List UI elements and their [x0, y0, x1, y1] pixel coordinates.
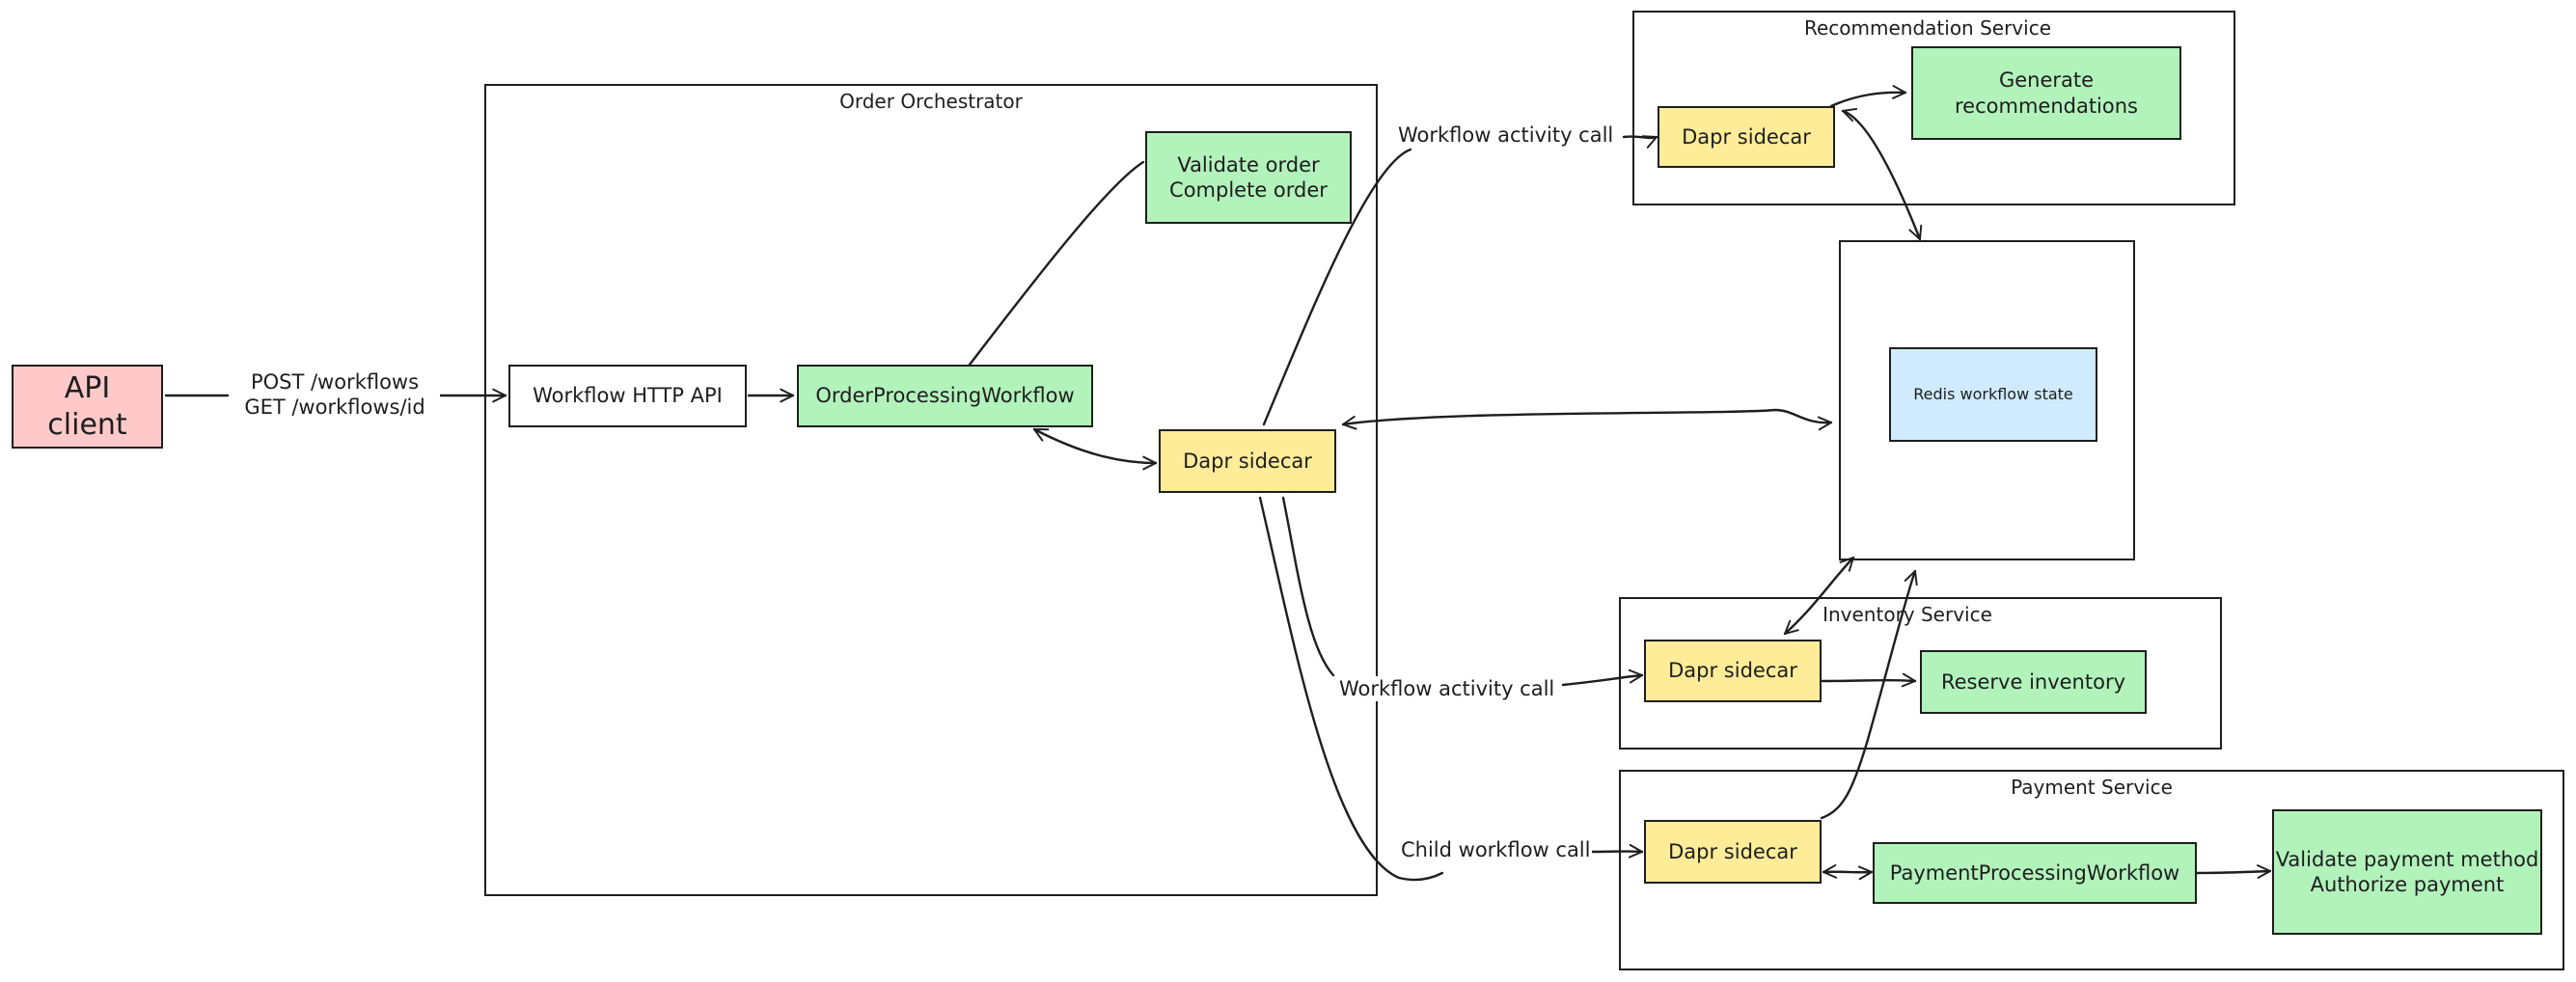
edge-workflow-sidecar: [1032, 427, 1158, 471]
api-client-node: API client: [12, 365, 163, 449]
order-orchestrator-title: Order Orchestrator: [839, 90, 1023, 113]
payment-service-title: Payment Service: [2011, 776, 2173, 799]
edge-payment-workflow-to-validate: [2193, 864, 2272, 879]
inventory-call-label: Workflow activity call: [1337, 676, 1557, 702]
validate-authorize-payment-node: Validate payment method Authorize paymen…: [2272, 809, 2542, 935]
redis-workflow-state-node: Redis workflow state: [1889, 347, 2097, 442]
edge-sidecar-to-payment: [1258, 496, 1642, 882]
edge-rec-sidecar-to-redis: [1841, 108, 1923, 241]
edge-inventory-sidecar-to-reserve: [1821, 672, 1917, 688]
inventory-dapr-sidecar-node: Dapr sidecar: [1644, 640, 1822, 702]
recommendation-service-group: Recommendation Service: [1632, 11, 2235, 205]
order-processing-workflow-node: OrderProcessingWorkflow: [797, 365, 1093, 427]
edge-sidecar-redis: [1341, 408, 1833, 431]
edge-sidecar-to-recommendation: [1262, 137, 1657, 426]
edge-workflow-to-validate: [968, 160, 1145, 367]
edge-payment-sidecar-to-redis: [1820, 569, 1918, 820]
redis-container: [1839, 240, 2135, 560]
edge-payment-sidecar-to-workflow: [1822, 864, 1874, 881]
workflow-http-api-node: Workflow HTTP API: [508, 365, 747, 427]
payment-service-group: Payment Service: [1619, 770, 2564, 970]
recommendation-call-label: Workflow activity call: [1396, 123, 1616, 149]
edge-inventory-sidecar-to-redis: [1783, 556, 1855, 636]
payment-dapr-sidecar-node: Dapr sidecar: [1644, 820, 1822, 884]
orchestrator-dapr-sidecar-node: Dapr sidecar: [1159, 429, 1336, 493]
payment-processing-workflow-node: PaymentProcessingWorkflow: [1873, 842, 2197, 904]
inventory-service-title: Inventory Service: [1822, 603, 1992, 626]
payment-call-label: Child workflow call: [1399, 837, 1593, 863]
recommendation-service-title: Recommendation Service: [1803, 16, 2051, 40]
edge-sidecar-to-inventory: [1281, 496, 1642, 685]
edge-rec-sidecar-to-generate: [1829, 85, 1907, 108]
inventory-service-group: Inventory Service: [1619, 597, 2222, 750]
reserve-inventory-node: Reserve inventory: [1920, 650, 2147, 714]
client-request-label: POST /workflows GET /workflows/id: [230, 369, 440, 421]
generate-recommendations-node: Generate recommendations: [1911, 46, 2181, 140]
order-orchestrator-group: Order Orchestrator: [484, 84, 1378, 896]
recommendation-dapr-sidecar-node: Dapr sidecar: [1658, 106, 1835, 168]
validate-complete-order-node: Validate order Complete order: [1145, 131, 1352, 224]
